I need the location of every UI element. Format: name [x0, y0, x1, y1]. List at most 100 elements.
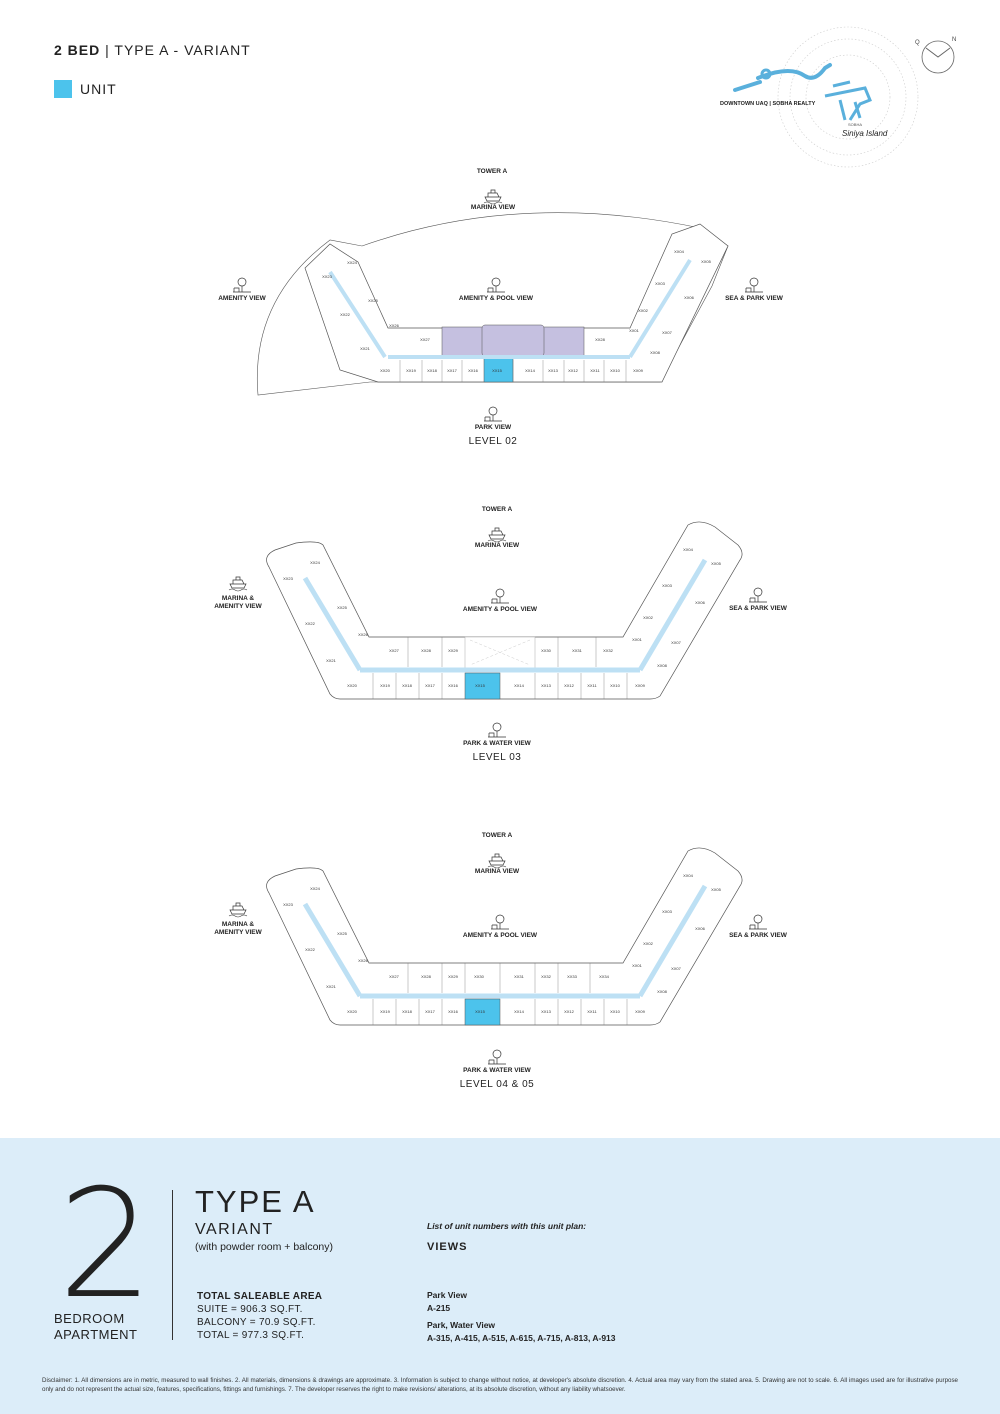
unit-label: XX32 [603, 648, 614, 653]
unit-label: XX14 [514, 683, 525, 688]
view-group-name: Park, Water View [427, 1320, 496, 1330]
tower-label: TOWER A [476, 168, 508, 175]
view-group-units: A-315, A-415, A-515, A-615, A-715, A-813… [427, 1333, 616, 1343]
bedroom-label-1: BEDROOM [54, 1311, 125, 1326]
tree-icon [490, 914, 510, 930]
unit-label: XX23 [283, 576, 294, 581]
bed-label: 2 BED [54, 42, 101, 58]
unit-label: XX22 [305, 947, 316, 952]
level-03-plan [266, 521, 743, 700]
unit-variant: VARIANT [195, 1221, 274, 1238]
tower-label: TOWER A [481, 506, 513, 513]
unit-label: XX14 [525, 368, 536, 373]
view-label-bottom: PARK & WATER VIEW [463, 740, 531, 747]
variant-note: (with powder room + balcony) [195, 1241, 334, 1253]
unit-label: XX04 [674, 249, 685, 254]
unit-label: XX20 [380, 368, 391, 373]
legend: UNIT [54, 80, 117, 98]
unit-label: XX01 [629, 328, 640, 333]
page-title: 2 BED | TYPE A - VARIANT [54, 42, 251, 58]
unit-label: XX16 [448, 1009, 459, 1014]
unit-label: XX13 [541, 683, 552, 688]
unit-label: XX02 [643, 615, 654, 620]
unit-label: XX09 [635, 683, 646, 688]
unit-swatch [54, 80, 72, 98]
unit-label: XX04 [683, 873, 694, 878]
highlighted-unit[interactable] [483, 356, 514, 383]
unit-label: XX03 [662, 909, 673, 914]
views-title: VIEWS [427, 1241, 468, 1253]
unit-label: XX15 [475, 1009, 486, 1014]
unit-label: XX01 [632, 963, 643, 968]
corridor [302, 558, 708, 673]
unit-label: XX10 [610, 1009, 621, 1014]
unit-label: XX09 [633, 368, 644, 373]
unit-label: XX33 [567, 974, 578, 979]
tree-icon [487, 722, 507, 738]
unit-label: XX14 [514, 1009, 525, 1014]
unit-label: XX08 [657, 989, 668, 994]
unit-label: XX02 [643, 941, 654, 946]
unit-label: XX30 [474, 974, 485, 979]
unit-label: XX17 [447, 368, 458, 373]
unit-label: XX15 [475, 683, 486, 688]
view-label-right: SEA & PARK VIEW [725, 295, 783, 302]
highlighted-unit[interactable] [464, 998, 501, 1026]
unit-list-header: List of unit numbers with this unit plan… [427, 1221, 587, 1231]
unit-label: XX29 [448, 974, 459, 979]
tree-icon [748, 914, 768, 930]
tree-icon [490, 588, 510, 604]
unit-label: XX23 [283, 902, 294, 907]
unit-label: XX02 [638, 308, 649, 313]
location-logo: DOWNTOWN UAQ | SOBHA REALTY SOBHA Siniya… [720, 26, 956, 168]
view-group-units: A-215 [427, 1303, 451, 1313]
unit-label: XX04 [683, 547, 694, 552]
boat-icon [228, 902, 248, 918]
unit-label: XX25 [368, 298, 379, 303]
unit-label: XX11 [587, 1009, 597, 1014]
brand-small: SOBHA [848, 122, 862, 127]
tree-icon [487, 1049, 507, 1065]
tree-icon [232, 277, 252, 293]
unit-label: XX24 [347, 260, 358, 265]
brand-script: Siniya Island [842, 129, 888, 138]
level-02-plan [257, 212, 729, 396]
compass-n: N [952, 37, 956, 43]
unit-label: XX13 [548, 368, 559, 373]
highlighted-unit[interactable] [464, 672, 501, 700]
unit-label: XX01 [632, 637, 643, 642]
view-label-bottom: PARK & WATER VIEW [463, 1067, 531, 1074]
total-area: TOTAL = 977.3 SQ.FT. [197, 1330, 305, 1341]
unit-label: XX19 [380, 683, 391, 688]
unit-label: XX07 [671, 966, 682, 971]
unit-label: XX05 [701, 259, 712, 264]
unit-label: XX17 [425, 683, 436, 688]
unit-label: XX29 [448, 648, 459, 653]
unit-label: XX09 [635, 1009, 646, 1014]
unit-label: XX24 [310, 560, 321, 565]
corridor [302, 884, 708, 999]
unit-label: XX12 [564, 1009, 575, 1014]
unit-label: XX10 [610, 368, 621, 373]
unit-label: XX16 [468, 368, 479, 373]
unit-label: XX16 [448, 683, 459, 688]
unit-label: XX06 [695, 600, 706, 605]
unit-label: XX13 [541, 1009, 552, 1014]
unit-label: XX12 [564, 683, 575, 688]
balcony-area: BALCONY = 70.9 SQ.FT. [197, 1317, 316, 1328]
corridor [328, 258, 692, 359]
view-label-center: AMENITY & POOL VIEW [462, 932, 538, 939]
unit-label: XX27 [420, 337, 431, 342]
unit-label: XX03 [655, 281, 666, 286]
unit-label: XX32 [541, 974, 552, 979]
tree-icon [486, 277, 506, 293]
tree-icon [748, 587, 768, 603]
unit-label: XX05 [711, 887, 722, 892]
unit-label: XX31 [514, 974, 525, 979]
unit-label: XX25 [337, 605, 348, 610]
view-group-name: Park View [427, 1290, 468, 1300]
compass-q: Q [915, 40, 920, 46]
level-label: LEVEL 02 [468, 436, 518, 447]
